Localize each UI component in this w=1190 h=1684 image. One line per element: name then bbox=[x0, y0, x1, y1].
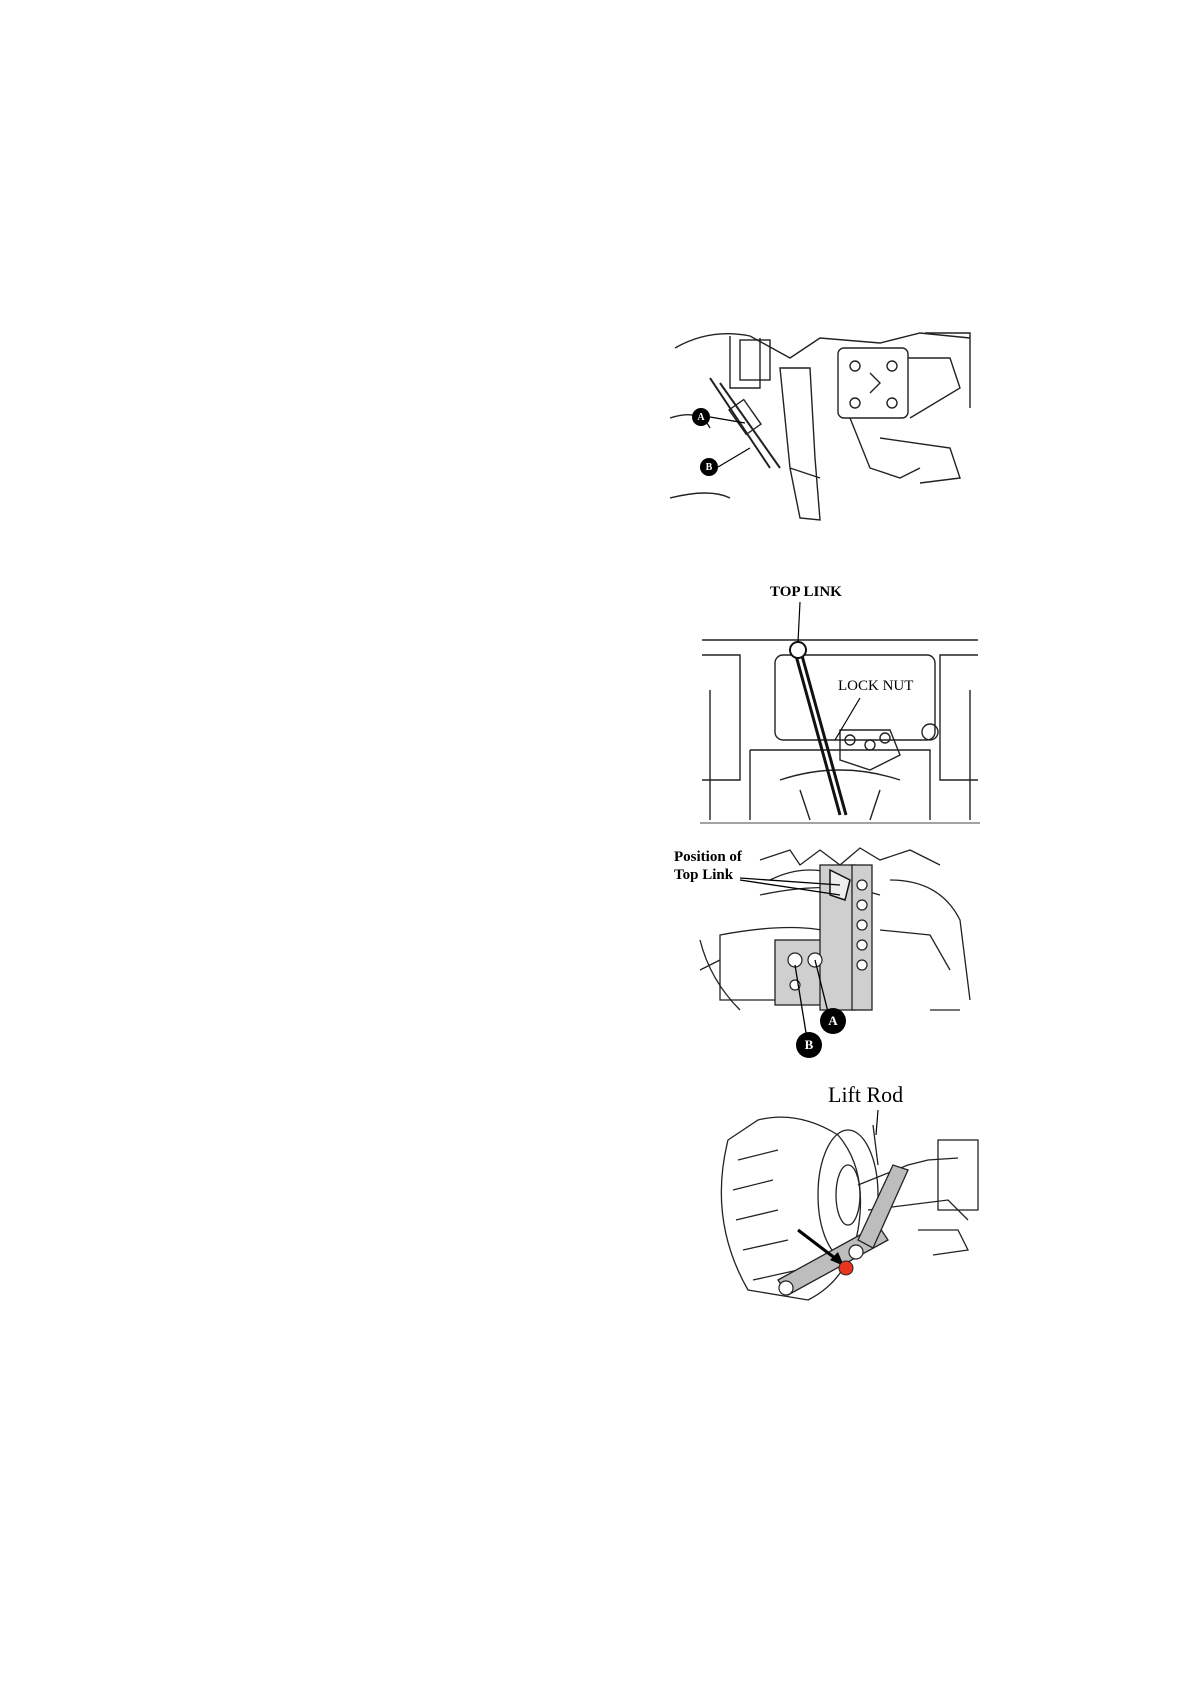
callout-leaders bbox=[670, 328, 980, 528]
figure-lift-rod: Lift Rod bbox=[718, 1080, 980, 1310]
lift-rod-illustration bbox=[718, 1080, 980, 1310]
label-line-2: Top Link bbox=[674, 866, 742, 884]
lift-rod-marker bbox=[839, 1261, 853, 1275]
callout-b: B bbox=[796, 1032, 822, 1058]
figure-top-link-position: Position of Top Link A B bbox=[680, 840, 980, 1065]
figure-hitch-side-view: A B bbox=[670, 328, 980, 528]
top-link-illustration bbox=[700, 580, 980, 825]
figure-top-link-rear-view: TOP LINK LOCK NUT bbox=[700, 580, 980, 825]
label-line-1: Position of bbox=[674, 848, 742, 866]
label-position-of-top-link: Position of Top Link bbox=[674, 848, 742, 884]
callout-a: A bbox=[820, 1008, 846, 1034]
